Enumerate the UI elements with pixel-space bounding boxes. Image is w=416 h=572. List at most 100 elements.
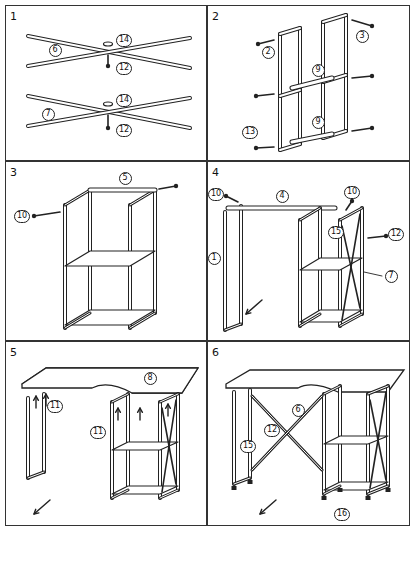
screw-head [32, 214, 36, 218]
part-stroke [323, 15, 346, 22]
part-stroke [240, 206, 242, 324]
screw-head [370, 24, 374, 28]
part-stroke [130, 313, 155, 328]
part-stroke [112, 394, 128, 402]
part-stroke [280, 90, 300, 96]
part-stroke [34, 509, 39, 514]
screw-head [350, 199, 354, 203]
callout-number: 9 [312, 64, 325, 77]
part-stroke [249, 390, 251, 478]
part-stroke [364, 272, 382, 276]
part-stroke [324, 386, 340, 394]
part-stroke [252, 396, 322, 470]
part-stroke [28, 472, 44, 478]
callout-number: 6 [292, 404, 305, 417]
part-stroke [34, 500, 50, 514]
foot-screw [366, 496, 371, 500]
callout-number: 7 [385, 270, 398, 283]
part-stroke [280, 144, 300, 150]
part-stroke [324, 386, 340, 394]
callout-number: 12 [388, 228, 404, 241]
part-stroke [90, 188, 155, 193]
callout-number: 6 [49, 44, 62, 57]
part-stroke [260, 500, 276, 514]
part-stroke [224, 212, 226, 330]
step-number: 4 [212, 166, 219, 179]
screw-head [224, 194, 228, 198]
screw-head [106, 126, 110, 130]
screw-head [370, 126, 374, 130]
part-stroke [246, 309, 251, 314]
callout-number: 15 [328, 226, 344, 239]
part-stroke [300, 208, 320, 220]
part-stroke [65, 313, 90, 328]
part-stroke [90, 189, 155, 192]
callout-number: 3 [356, 30, 369, 43]
callout-number: 5 [119, 172, 132, 185]
part-stroke [368, 386, 388, 394]
part-stroke [248, 390, 252, 478]
part-stroke [292, 134, 332, 142]
callout-number: 10 [208, 188, 224, 201]
step-number: 6 [212, 346, 219, 359]
foot-screw [386, 488, 391, 492]
part-stroke [300, 314, 320, 326]
part-stroke [252, 396, 322, 470]
part-stroke [65, 251, 155, 266]
part-stroke [22, 368, 198, 393]
part-stroke [233, 392, 235, 484]
screw-head [254, 94, 258, 98]
callout-number: 10 [14, 210, 30, 223]
part-stroke [360, 208, 364, 314]
part-stroke [225, 324, 241, 330]
part-stroke [280, 28, 300, 34]
step-number: 2 [212, 10, 219, 23]
part-stroke [26, 398, 30, 478]
part-stroke [44, 394, 49, 398]
part-stroke [28, 98, 190, 126]
part-stroke [352, 76, 372, 78]
step-panel: 6 [207, 341, 410, 526]
part-stroke [28, 38, 190, 66]
callout-number: 8 [144, 372, 157, 385]
part-stroke [223, 212, 227, 330]
part-stroke [166, 404, 171, 408]
part-stroke [246, 300, 262, 314]
part-stroke [138, 408, 143, 412]
part-stroke [34, 212, 60, 216]
step-panel: 1 [5, 5, 207, 161]
part-stroke [258, 40, 274, 44]
callout-number: 13 [242, 126, 258, 139]
part-stroke [28, 472, 44, 478]
washer [104, 102, 113, 106]
part-stroke [28, 36, 190, 68]
screw-head [174, 184, 178, 188]
callout-number: 12 [264, 424, 280, 437]
part-stroke [368, 486, 388, 494]
desk-top [22, 368, 198, 393]
callout-number: 14 [116, 94, 132, 107]
screw-head [370, 74, 374, 78]
callout-number: 12 [116, 62, 132, 75]
part-stroke [116, 408, 121, 412]
screw-head [254, 146, 258, 150]
part-stroke [300, 314, 320, 326]
step-number: 3 [10, 166, 17, 179]
part-stroke [352, 20, 372, 26]
step-panel: 2 [207, 5, 410, 161]
part-stroke [252, 396, 322, 470]
callout-number: 15 [240, 440, 256, 453]
part-stroke [28, 38, 190, 66]
part-stroke [34, 396, 39, 400]
callout-number: 11 [90, 426, 106, 439]
callout-number: 2 [262, 46, 275, 59]
callout-number: 9 [312, 116, 325, 129]
part-stroke [292, 78, 332, 88]
part-stroke [292, 134, 332, 142]
part-stroke [361, 208, 363, 314]
step-panel: 3 [5, 161, 207, 341]
part-stroke [65, 190, 90, 205]
part-stroke [299, 220, 301, 326]
part-stroke [280, 28, 300, 34]
